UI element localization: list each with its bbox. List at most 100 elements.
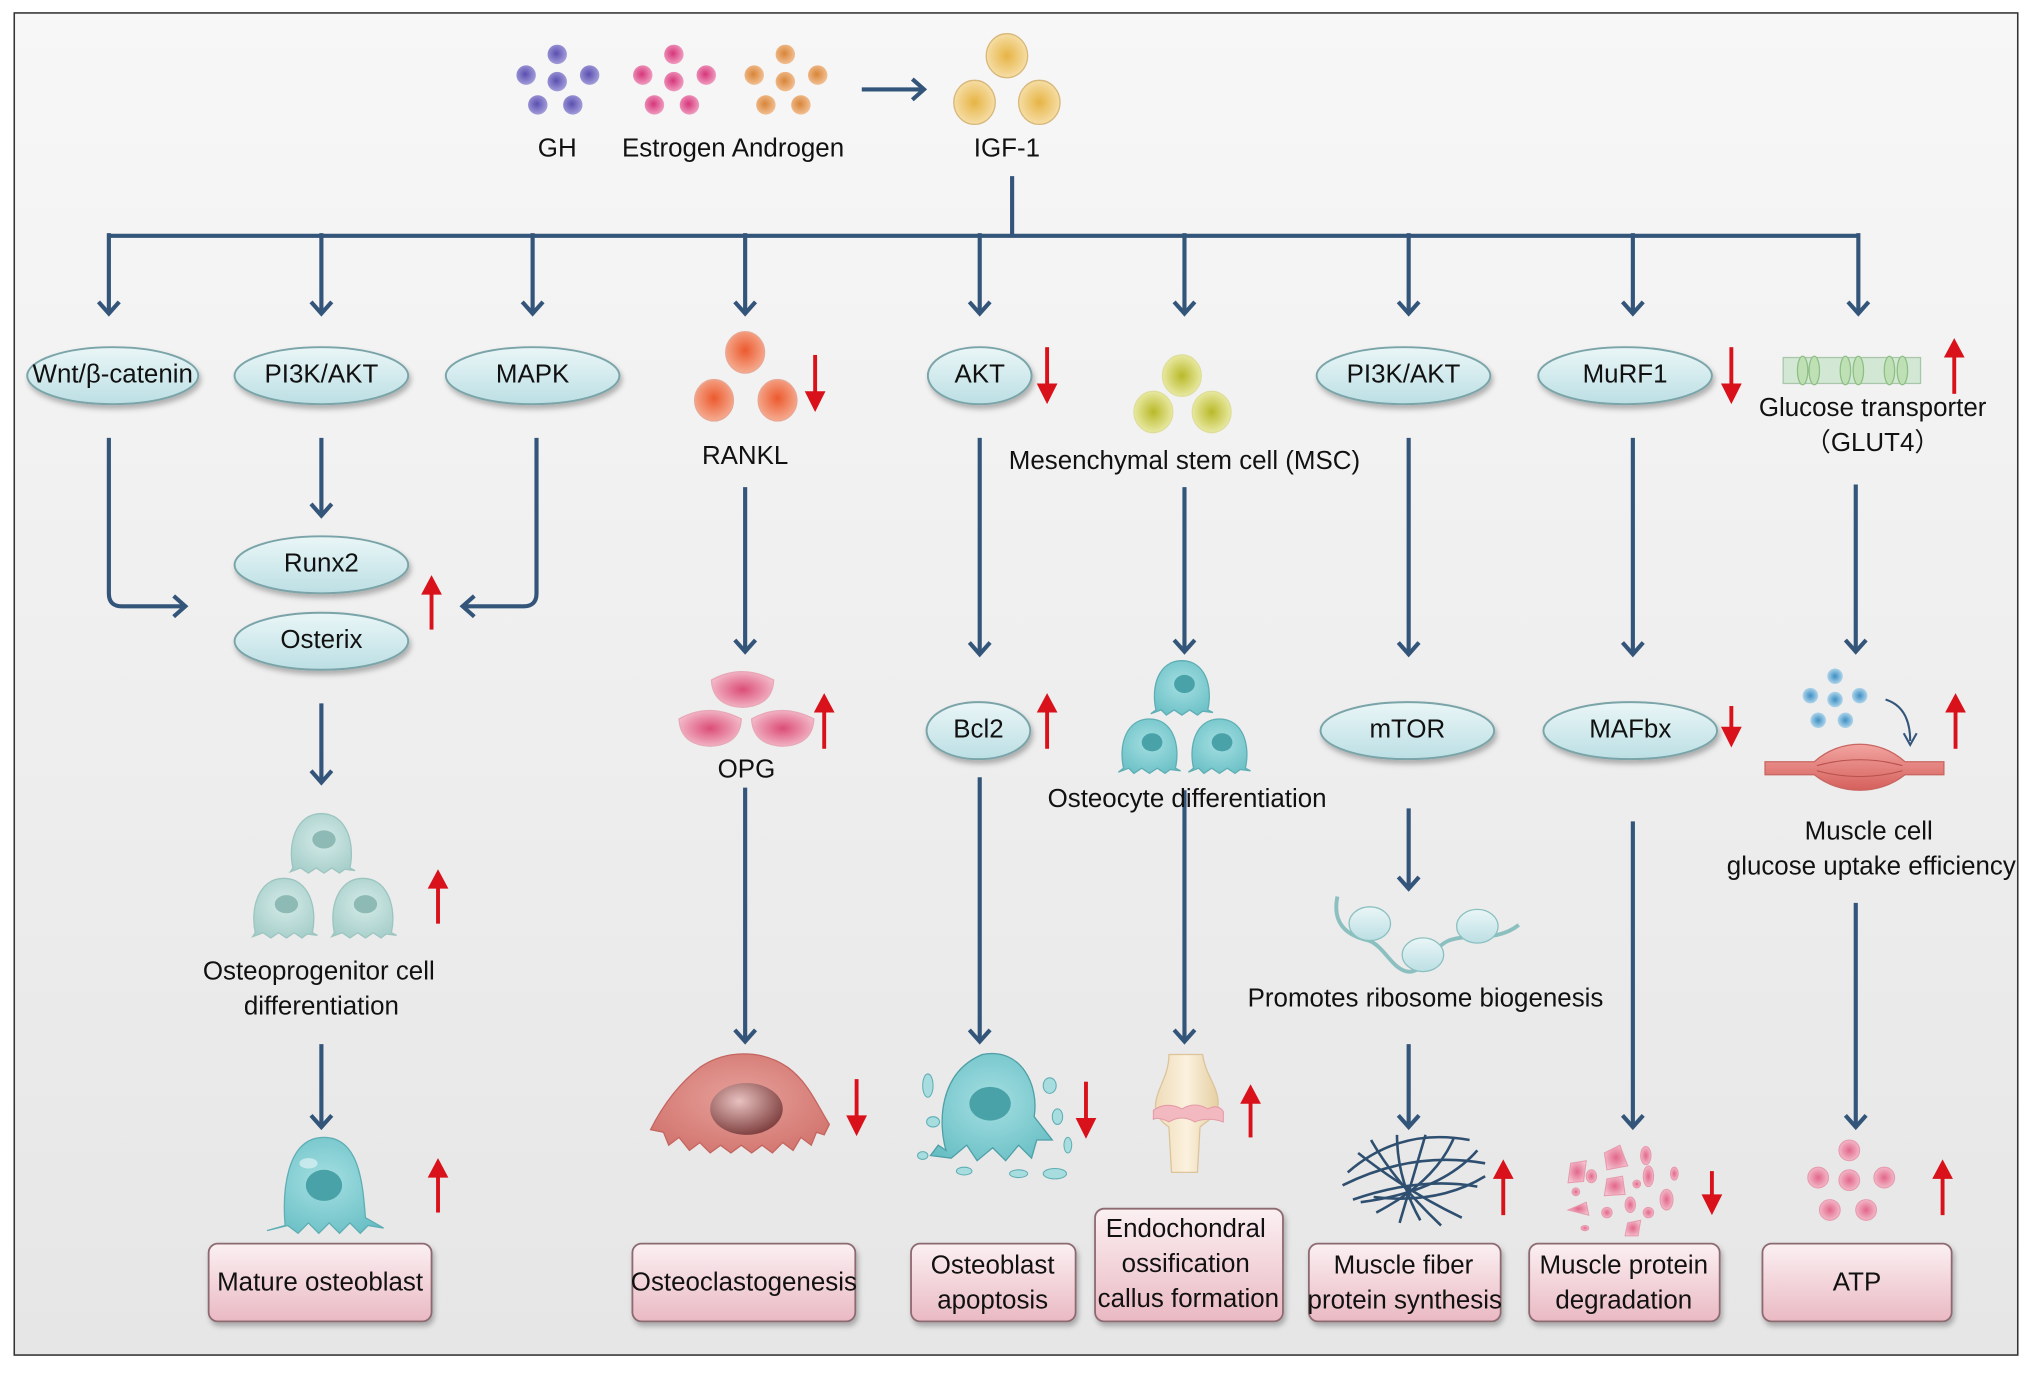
- mafbx-down-arrow-icon: [1720, 706, 1742, 748]
- osteoblast-up-arrow-icon: [427, 1158, 449, 1213]
- osteocyte-label: Osteocyte differentiation: [1048, 785, 1327, 813]
- osteoprogenitor-label-line2: differentiation: [244, 992, 399, 1020]
- outcome-osteoclastogenesis[interactable]: Osteoclastogenesis: [631, 1242, 857, 1323]
- outcome-muscle-fiber-synthesis[interactable]: Muscle fiber protein synthesis: [1308, 1242, 1502, 1323]
- osterix-to-progenitor-arrow: [309, 703, 334, 786]
- outcome-endochondral-line3: callus formation: [1098, 1285, 1279, 1313]
- outcome-atp-label: ATP: [1833, 1268, 1881, 1296]
- progenitor-up-arrow-icon: [427, 869, 449, 924]
- outcome-endochondral-line2: ossification: [1122, 1250, 1250, 1278]
- bcl2-up-arrow-icon: [1036, 693, 1058, 749]
- msc-label: Mesenchymal stem cell (MSC): [1009, 447, 1360, 475]
- gh-label: GH: [538, 135, 577, 163]
- outcome-mature-osteoblast[interactable]: Mature osteoblast: [207, 1242, 433, 1323]
- osteoprogenitor-label-line1: Osteoprogenitor cell: [203, 957, 435, 985]
- glut4-transporter-icon: [1782, 355, 1922, 386]
- outcome-muscle-fiber-line1: Muscle fiber: [1334, 1251, 1474, 1279]
- wnt-node[interactable]: [26, 346, 200, 406]
- akt-node[interactable]: [926, 346, 1033, 406]
- mapk-to-osterix-arrow: [459, 437, 539, 619]
- outcome-mature-osteoblast-label: Mature osteoblast: [217, 1268, 424, 1296]
- mapk-label: MAPK: [496, 361, 569, 389]
- fiber-up-arrow-icon: [1492, 1159, 1514, 1216]
- progenitor-to-osteoblast-arrow: [309, 1044, 334, 1131]
- outcome-osteoblast-apoptosis[interactable]: Osteoblast apoptosis: [910, 1242, 1077, 1323]
- osteoclast-down-arrow-icon: [846, 1079, 867, 1137]
- pi3k-to-runx2-arrow: [309, 437, 334, 519]
- rankl-to-opg-arrow: [733, 487, 758, 655]
- mapk-node[interactable]: [444, 346, 621, 406]
- osterix-label: Osterix: [280, 626, 362, 654]
- apoptosis-down-arrow-icon: [1075, 1081, 1097, 1139]
- ribosome-to-fiber-arrow: [1396, 1044, 1421, 1131]
- murf1-node[interactable]: [1537, 346, 1713, 406]
- ribosome-icon: [1334, 896, 1521, 974]
- muscle-cell-icon: [1764, 743, 1945, 791]
- glut4-up-arrow-icon: [1943, 338, 1965, 394]
- bcl2-to-apoptosis-arrow: [967, 777, 992, 1045]
- opg-to-osteoclast-arrow: [733, 787, 758, 1045]
- estrogen-cluster-icon: [633, 44, 716, 115]
- muscle-up-arrow-icon: [1945, 693, 1966, 749]
- runx2-osterix-up-arrow-icon: [421, 575, 442, 630]
- pi3k-akt-bone-node[interactable]: [233, 346, 410, 406]
- outcome-muscle-protein-degradation[interactable]: Muscle protein degradation: [1528, 1242, 1721, 1323]
- mtor-to-ribosome-arrow: [1396, 808, 1421, 892]
- opg-up-arrow-icon: [813, 693, 835, 749]
- opg-label: OPG: [718, 755, 776, 783]
- mafbx-to-degradation-arrow: [1620, 821, 1645, 1131]
- osteoclast-cell-icon: [649, 1053, 831, 1154]
- wnt-to-runx2-arrow: [106, 437, 189, 619]
- outcome-endochondral[interactable]: Endochondral ossification callus formati…: [1094, 1207, 1284, 1323]
- estrogen-label: Estrogen: [622, 135, 726, 163]
- akt-to-bcl2-arrow: [967, 437, 992, 658]
- bcl2-node[interactable]: [925, 701, 1032, 761]
- murf1-down-arrow-icon: [1720, 347, 1742, 405]
- outcome-endochondral-line1: Endochondral: [1106, 1215, 1266, 1243]
- androgen-label: Androgen: [732, 135, 844, 163]
- muscle-fiber-mesh-icon: [1341, 1134, 1486, 1227]
- osterix-node[interactable]: [233, 611, 410, 671]
- msc-to-osteocyte-arrow: [1172, 487, 1197, 655]
- apoptotic-osteoblast-icon: [916, 1052, 1073, 1180]
- muscle-cell-label-line2: glucose uptake efficiency: [1727, 852, 2016, 880]
- outcome-osteoclastogenesis-label: Osteoclastogenesis: [631, 1268, 857, 1296]
- bone-joint-icon: [1152, 1053, 1224, 1174]
- igf1-cluster-icon: [953, 33, 1061, 126]
- akt-label: AKT: [955, 361, 1006, 389]
- mtor-label: mTOR: [1369, 715, 1445, 743]
- outcome-muscle-protein-line1: Muscle protein: [1540, 1251, 1708, 1279]
- mtor-node[interactable]: [1319, 701, 1496, 761]
- runx2-label: Runx2: [284, 550, 359, 578]
- hormones-to-igf1-arrow: [861, 77, 928, 102]
- murf1-to-mafbx-arrow: [1620, 437, 1645, 658]
- pi3k-akt-muscle-label: PI3K/AKT: [1347, 361, 1461, 389]
- pi3k-akt-muscle-node[interactable]: [1315, 346, 1492, 406]
- osteocyte-cells-icon: [1117, 660, 1251, 775]
- opg-cells-icon: [678, 671, 815, 747]
- pi3k-akt-bone-label: PI3K/AKT: [265, 361, 379, 389]
- gh-cluster-icon: [516, 44, 600, 115]
- akt-down-arrow-icon: [1036, 347, 1058, 405]
- runx2-node[interactable]: [233, 535, 410, 595]
- wnt-label: Wnt/β-catenin: [33, 361, 193, 389]
- degradation-down-arrow-icon: [1701, 1171, 1723, 1216]
- rankl-label: RANKL: [702, 442, 788, 470]
- androgen-cluster-icon: [744, 44, 828, 115]
- osteoprogenitor-cells-icon: [251, 812, 397, 939]
- osteocyte-to-bone-arrow: [1172, 790, 1197, 1045]
- outcome-osteoblast-apoptosis-line2: apoptosis: [937, 1286, 1048, 1314]
- glucose-dots-icon: [1802, 668, 1918, 748]
- outcome-muscle-fiber-line2: protein synthesis: [1308, 1286, 1502, 1314]
- muscle-cell-label-line1: Muscle cell: [1805, 817, 1933, 845]
- mafbx-label: MAFbx: [1589, 715, 1671, 743]
- outcome-muscle-protein-line2: degradation: [1555, 1286, 1692, 1314]
- bone-up-arrow-icon: [1240, 1084, 1261, 1138]
- outcome-atp[interactable]: ATP: [1761, 1242, 1953, 1323]
- muscle-to-atp-arrow: [1843, 902, 1868, 1131]
- distribution-tree: [96, 176, 1871, 317]
- mafbx-node[interactable]: [1542, 701, 1719, 761]
- msc-cells-icon: [1133, 354, 1232, 434]
